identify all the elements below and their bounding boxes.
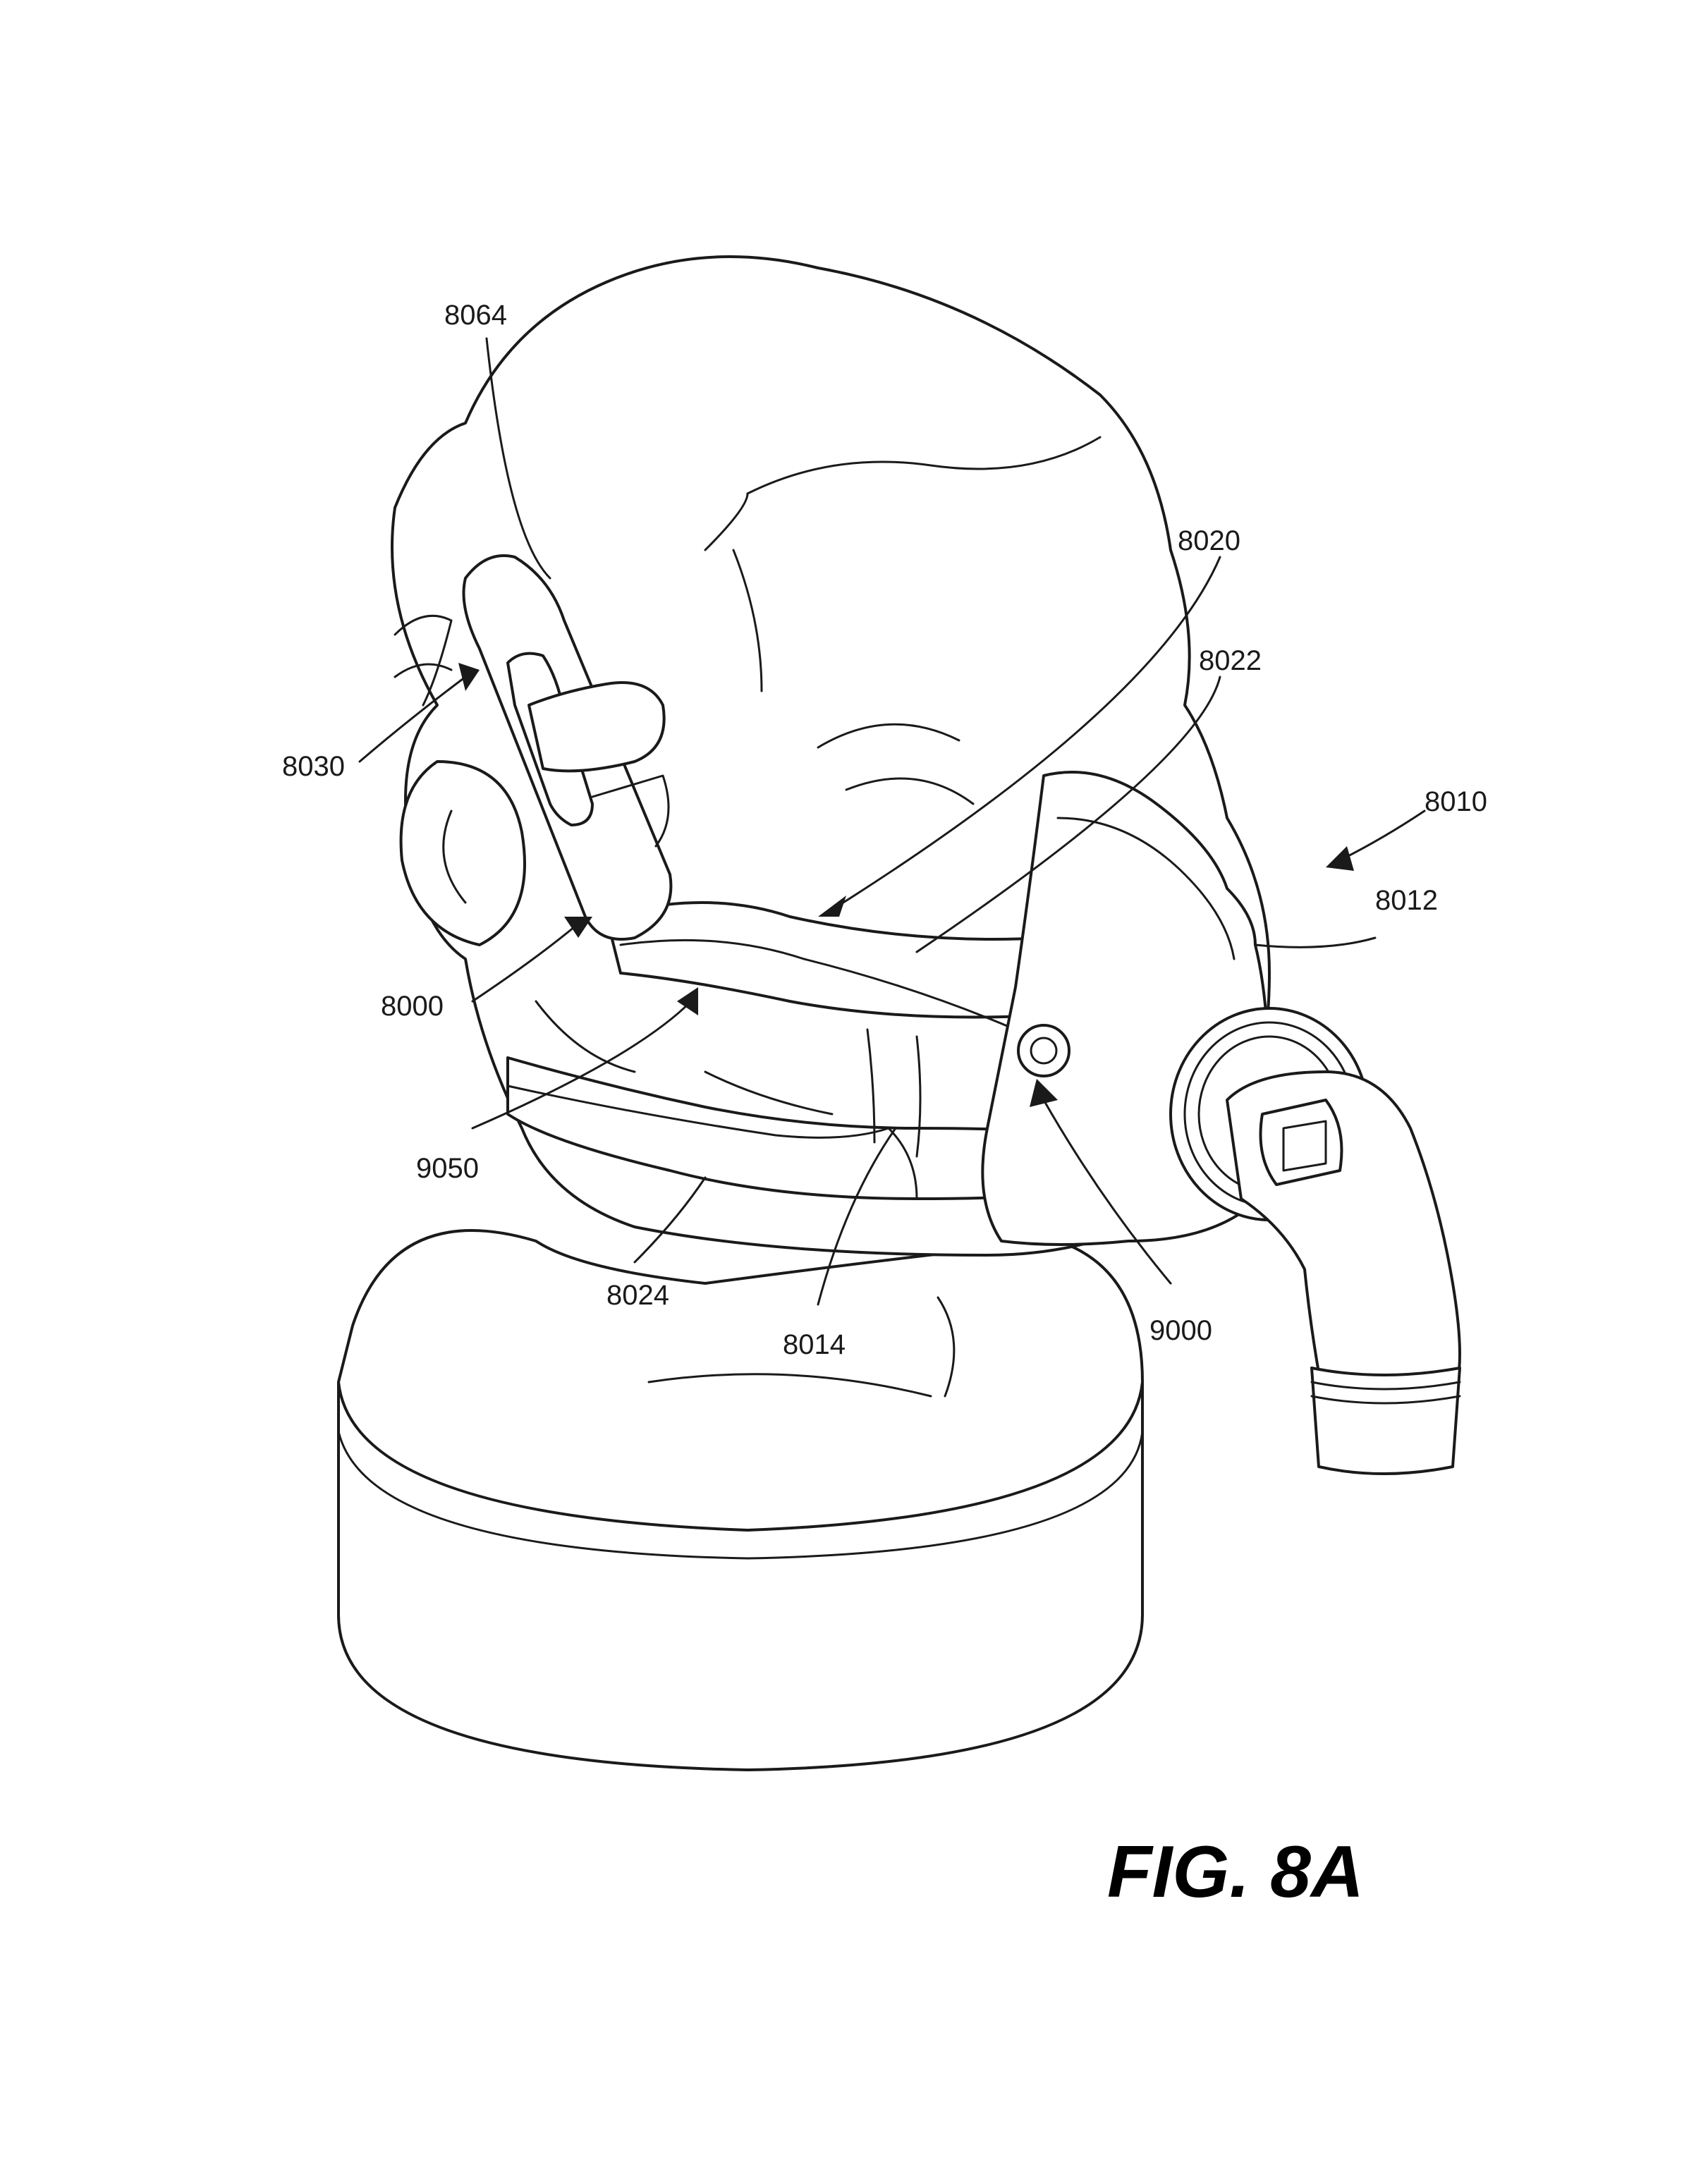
ref-8000: 8000 [381,991,444,1022]
ref-8014: 8014 [783,1329,846,1360]
reference-numerals: 8064 8020 8022 8030 8010 8012 8000 9050 … [282,300,1487,1360]
figure-caption: FIG. 8A [1107,1831,1364,1913]
ref-9000: 9000 [1149,1315,1212,1346]
ref-8064: 8064 [444,300,507,331]
ref-8020: 8020 [1178,525,1240,556]
ref-8024: 8024 [606,1280,669,1311]
ref-8022: 8022 [1199,645,1262,676]
conduit-tube [462,554,673,941]
leader-lines [358,337,1426,1306]
ref-8030: 8030 [282,751,345,782]
head-base-pedestal [337,1229,1144,1771]
mask-assembly [981,771,1461,1475]
ref-8010: 8010 [1425,786,1487,817]
ref-9050: 9050 [416,1153,479,1184]
ref-8012: 8012 [1375,885,1438,916]
